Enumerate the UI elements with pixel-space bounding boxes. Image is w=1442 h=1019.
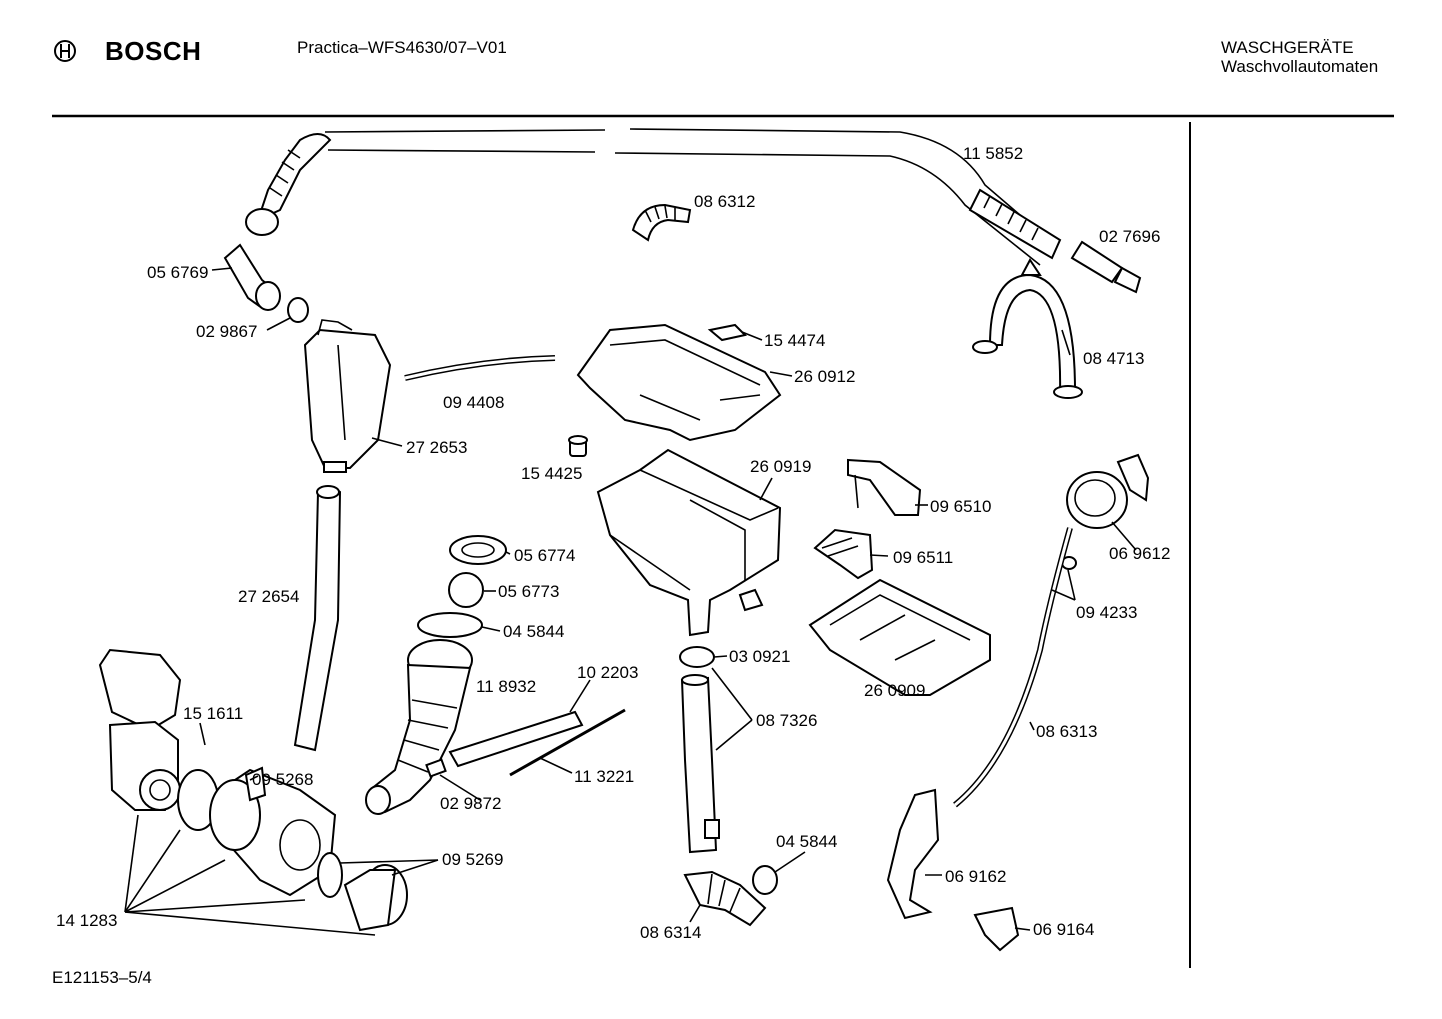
pump-motor-141283 (108, 720, 181, 811)
part-label: 10 2203 (577, 663, 638, 682)
seal-ring-095269 (317, 852, 343, 898)
part-label: 26 0919 (750, 457, 811, 476)
part-label: 02 7696 (1099, 227, 1160, 246)
part-label: 09 5268 (252, 770, 313, 789)
hose-094408 (404, 355, 556, 381)
cap-154425 (568, 435, 588, 457)
part-label: 15 4474 (764, 331, 825, 350)
part-label: 04 5844 (776, 832, 837, 851)
seal-ring-029867 (287, 297, 309, 323)
part-label: 02 9872 (440, 794, 501, 813)
dispenser-housing-260919 (596, 448, 782, 637)
rod-113221 (509, 708, 626, 777)
small-hose-086312 (631, 203, 692, 242)
part-label: 05 6774 (514, 546, 575, 565)
part-label: 03 0921 (729, 647, 790, 666)
part-label: 09 6511 (893, 548, 953, 567)
drain-hose (245, 128, 1062, 266)
category-subtitle: Waschvollautomaten (1221, 57, 1379, 76)
air-chamber-272653 (303, 319, 392, 473)
part-label: 08 6313 (1036, 722, 1097, 741)
bellows-118932 (365, 639, 473, 815)
part-label: 04 5844 (503, 622, 564, 641)
part-label: 27 2653 (406, 438, 467, 457)
part-label: 08 6312 (694, 192, 755, 211)
part-label: 11 3221 (574, 767, 634, 786)
hose-bracket-084713 (972, 258, 1083, 399)
part-label: 27 2654 (238, 587, 299, 606)
clamp-045844 (417, 612, 483, 638)
bosch-logo-icon (50, 36, 200, 68)
part-label: 09 4408 (443, 393, 504, 412)
detergent-drawer-260909 (808, 578, 991, 696)
cover-260912 (576, 323, 782, 442)
category-title: WASCHGERÄTE (1221, 38, 1354, 57)
part-label: 11 5852 (963, 144, 1023, 163)
part-label: 14 1283 (56, 911, 117, 930)
clip-154474 (707, 323, 748, 342)
part-label: 15 1611 (183, 704, 243, 723)
hose-272654 (293, 487, 342, 752)
valve-069164 (973, 906, 1020, 952)
part-label: 09 5269 (442, 850, 503, 869)
part-label: 06 9164 (1033, 920, 1094, 939)
lever-096510 (847, 458, 922, 516)
brand-name: BOSCH (105, 36, 202, 66)
part-label: 26 0912 (794, 367, 855, 386)
bracket-069162 (886, 788, 940, 920)
clamp-045844b (752, 865, 778, 895)
pressure-switch-069612 (1066, 453, 1150, 529)
pump-filter (343, 864, 408, 932)
elbow-bellows-086314 (683, 870, 767, 927)
part-label: 15 4425 (521, 464, 582, 483)
plug-027696 (1070, 240, 1142, 294)
sleeve-029872 (425, 758, 447, 778)
part-label: 09 6510 (930, 497, 991, 516)
part-label: 06 9612 (1109, 544, 1170, 563)
pump-cover-151611 (98, 648, 182, 732)
part-label: 11 8932 (476, 677, 536, 696)
elbow-056769 (223, 243, 281, 311)
part-label: 08 7326 (756, 711, 817, 730)
document-id: E121153–5/4 (52, 968, 152, 987)
pump-housing (209, 766, 337, 897)
model-title: Practica–WFS4630/07–V01 (297, 38, 507, 57)
hose-102203 (448, 710, 584, 768)
leader-lines (124, 267, 1137, 936)
part-label: 08 4713 (1083, 349, 1144, 368)
part-label: 08 6314 (640, 923, 701, 942)
seal-056774 (449, 535, 507, 565)
part-label: 05 6769 (147, 263, 208, 282)
part-label: 06 9162 (945, 867, 1006, 886)
part-label: 26 0909 (864, 681, 925, 700)
ring-030921 (679, 646, 715, 668)
part-label: 05 6773 (498, 582, 559, 601)
ball-056773 (448, 572, 484, 608)
part-label: 09 4233 (1076, 603, 1137, 622)
pipe-087326 (680, 674, 720, 854)
part-label: 02 9867 (196, 322, 257, 341)
siphon-096511 (813, 528, 874, 580)
